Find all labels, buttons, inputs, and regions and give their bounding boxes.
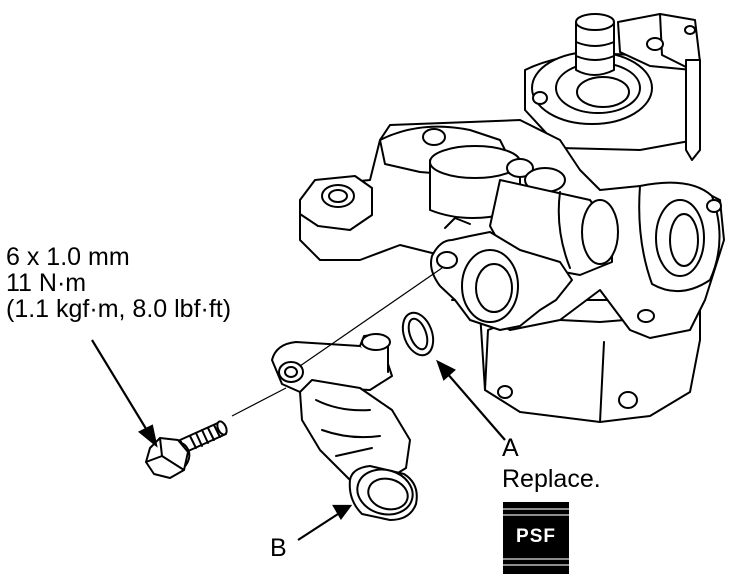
leader-arrows xyxy=(91,339,506,541)
callout-a-label: A xyxy=(502,434,519,462)
callout-b-leader-line xyxy=(297,513,339,541)
torque-alt-spec: (1.1 kgf·m, 8.0 lbf·ft) xyxy=(6,295,232,323)
psf-badge-text: PSF xyxy=(516,526,556,547)
suction-inlet-joint-icon xyxy=(271,333,418,521)
joint-alignment-line xyxy=(299,267,443,367)
callout-a-leader-line xyxy=(445,371,506,441)
callout-b-arrowhead xyxy=(332,504,353,520)
alignment-lines xyxy=(231,267,443,417)
flange-bolt-icon xyxy=(145,420,228,479)
spec-leader-line xyxy=(91,339,149,433)
callout-b-label: B xyxy=(270,534,287,562)
bolt-size-spec: 6 x 1.0 mm xyxy=(6,243,130,271)
o-ring-icon xyxy=(401,311,435,357)
power-steering-pump-icon xyxy=(299,13,725,423)
bolt-alignment-line xyxy=(231,387,287,417)
callout-a-arrowhead xyxy=(436,359,456,381)
callout-a-note: Replace. xyxy=(502,465,601,493)
psf-fluid-badge-icon: PSF xyxy=(503,502,569,574)
spec-leader-arrowhead xyxy=(137,424,158,448)
torque-spec: 11 N·m xyxy=(6,269,87,297)
